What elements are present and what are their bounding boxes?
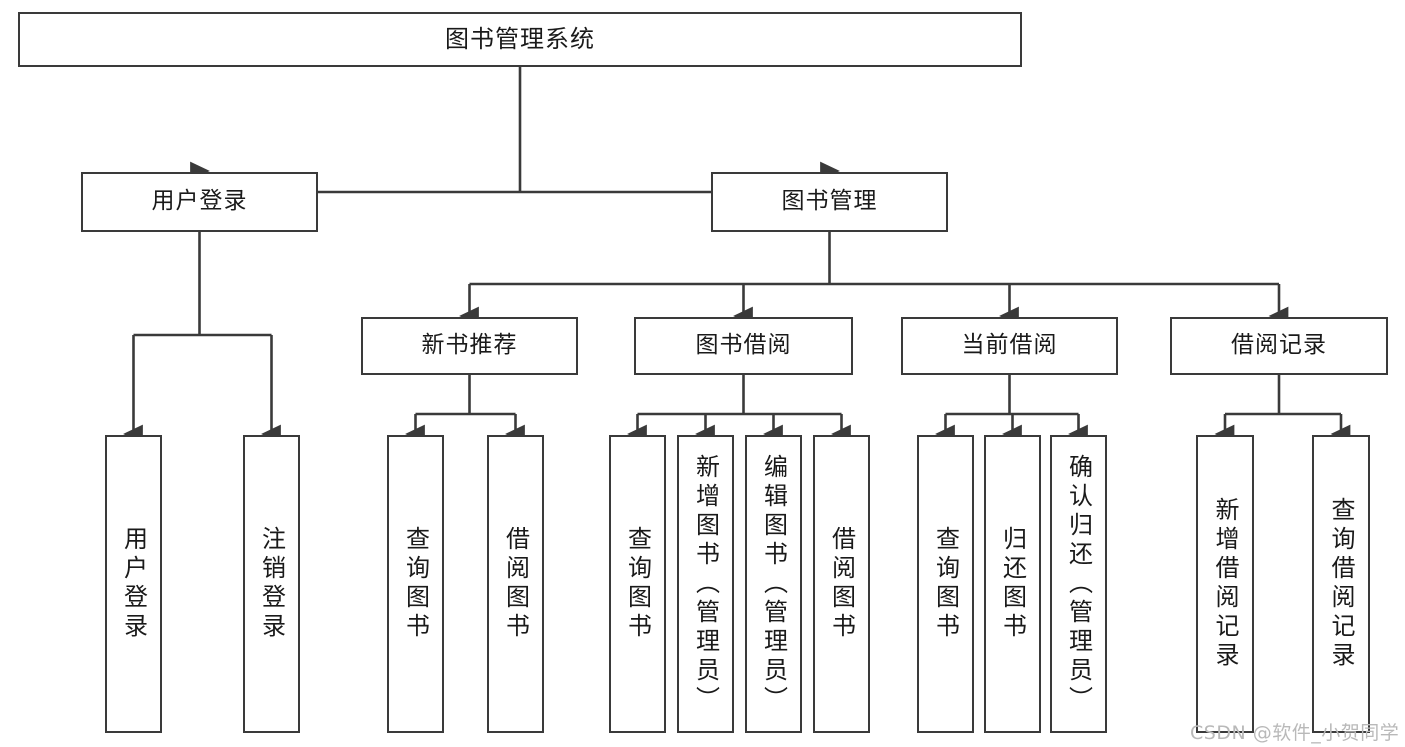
node-new-book-recommendation[interactable]: 新书推荐 (361, 317, 578, 375)
node-label: 图书管理系统 (445, 25, 595, 54)
node-user-login[interactable]: 用户登录 (81, 172, 318, 232)
leaf-borrow-edit-book-admin[interactable]: 编辑图书（管理员） (745, 435, 802, 733)
node-book-borrowing[interactable]: 图书借阅 (634, 317, 853, 375)
leaf-new-book-borrow-books[interactable]: 借阅图书 (487, 435, 544, 733)
leaf-record-add-borrow-record[interactable]: 新增借阅记录 (1196, 435, 1254, 733)
node-label: 借阅记录 (1231, 332, 1327, 359)
node-label: 图书借阅 (695, 332, 792, 359)
leaf-current-return-books[interactable]: 归还图书 (984, 435, 1041, 733)
leaf-record-query-borrow-record[interactable]: 查询借阅记录 (1312, 435, 1370, 733)
leaf-user-logout[interactable]: 注销登录 (243, 435, 300, 733)
node-book-management[interactable]: 图书管理 (711, 172, 948, 232)
node-borrowing-records[interactable]: 借阅记录 (1170, 317, 1388, 375)
leaf-borrow-query-books[interactable]: 查询图书 (609, 435, 666, 733)
node-label: 新书推荐 (421, 332, 518, 359)
leaf-new-book-query-books[interactable]: 查询图书 (387, 435, 444, 733)
leaf-user-login[interactable]: 用户登录 (105, 435, 162, 733)
leaf-current-confirm-return-admin[interactable]: 确认归还（管理员） (1050, 435, 1107, 733)
leaf-current-query-books[interactable]: 查询图书 (917, 435, 974, 733)
leaf-borrow-borrow-books[interactable]: 借阅图书 (813, 435, 870, 733)
node-label: 用户登录 (151, 188, 248, 215)
node-label: 当前借阅 (961, 332, 1058, 359)
csdn-watermark: CSDN @软件_小贺同学 (1190, 722, 1400, 744)
node-root-book-management-system[interactable]: 图书管理系统 (18, 12, 1022, 67)
node-current-borrowing[interactable]: 当前借阅 (901, 317, 1118, 375)
node-label: 图书管理 (781, 188, 878, 215)
leaf-borrow-add-book-admin[interactable]: 新增图书（管理员） (677, 435, 734, 733)
